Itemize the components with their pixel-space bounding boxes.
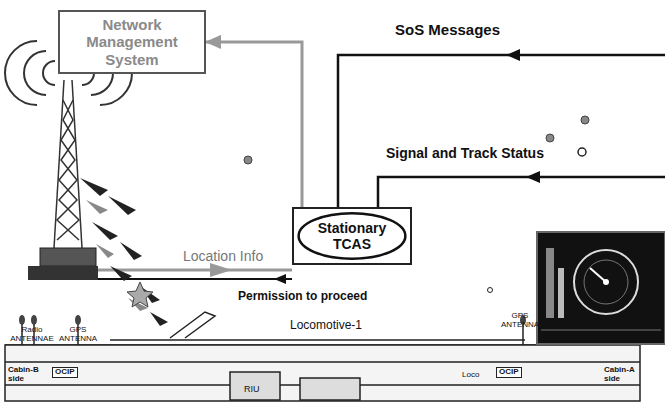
connector <box>206 42 302 207</box>
part-name: Cabin-A side <box>604 366 638 384</box>
flow-label: Permission to proceed <box>238 290 367 303</box>
part-name: OCIP <box>52 367 78 378</box>
part-name: Radio ANTENNAE <box>10 326 54 344</box>
part-name: OCIP <box>496 367 522 378</box>
system-box: Network Management System <box>58 10 206 74</box>
status-label: Signal and Track Status <box>386 146 544 161</box>
part-name: Loco <box>462 371 479 380</box>
box-text: Stationary TCAS <box>312 220 392 252</box>
part-name: GPS ANTENNA <box>58 326 98 344</box>
flow-label: Location Info <box>183 249 263 264</box>
part-name: RIU <box>244 385 260 395</box>
vehicle-name: Locomotive-1 <box>290 319 362 332</box>
box-text: Network Management System <box>68 16 196 68</box>
control-box: Stationary TCAS <box>292 207 412 265</box>
part-name: Cabin-B side <box>8 366 42 384</box>
message-label: SoS Messages <box>395 22 500 39</box>
part-name: GPS ANTENNA <box>500 312 540 330</box>
